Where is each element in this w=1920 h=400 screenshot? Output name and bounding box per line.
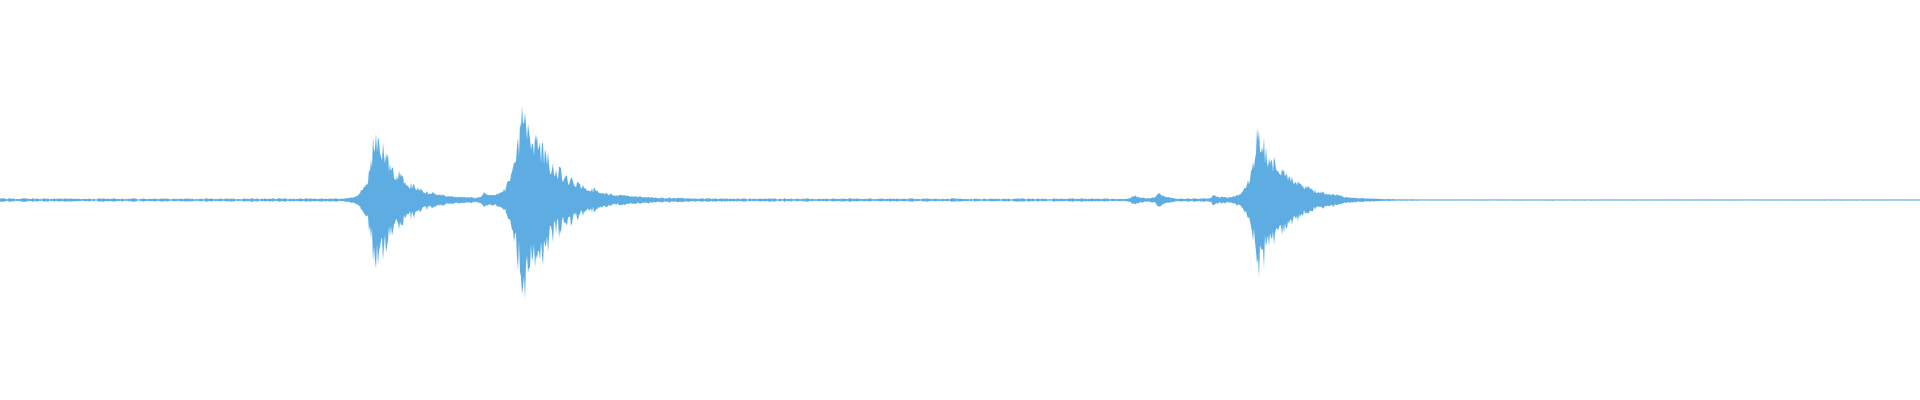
waveform-path <box>0 105 1920 301</box>
